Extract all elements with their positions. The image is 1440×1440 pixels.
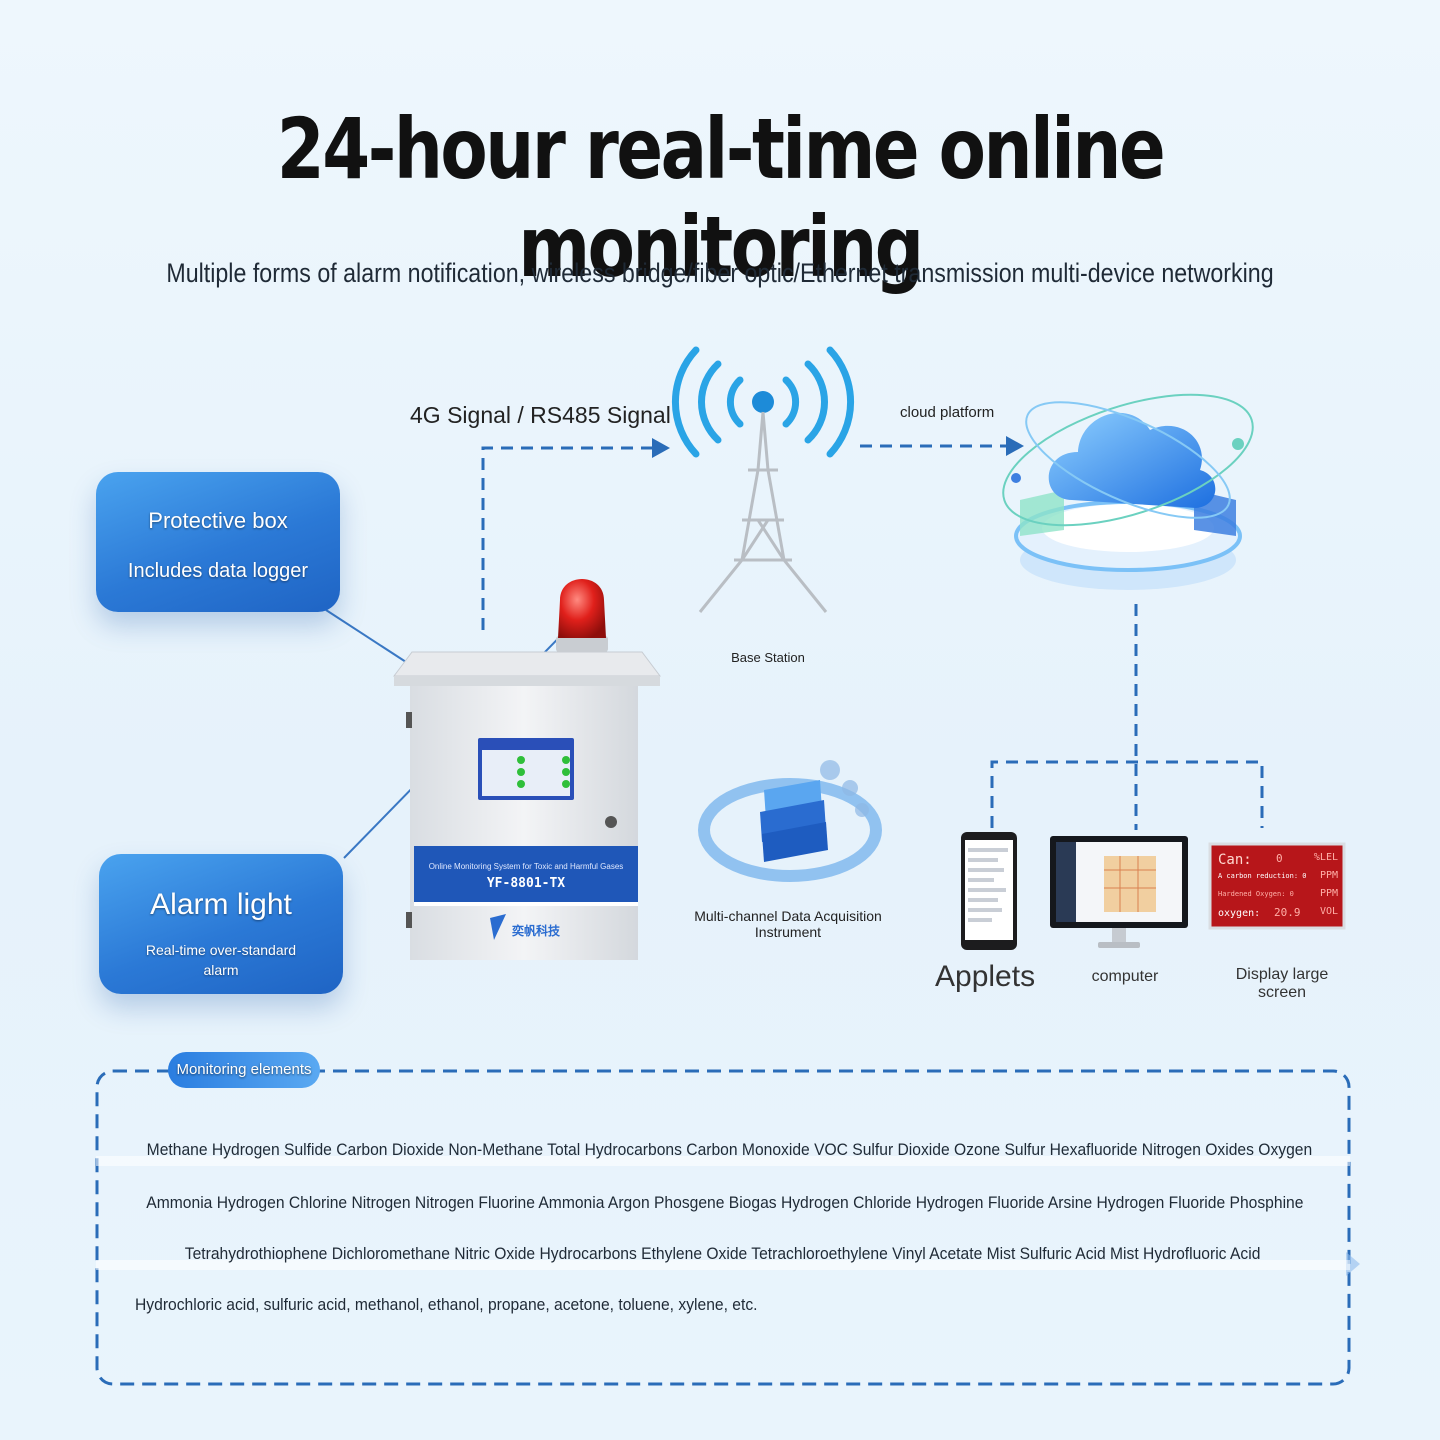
callout-alarm-light: Alarm light Real-time over-standard alar… <box>99 854 343 994</box>
display-row2-unit: PPM <box>1319 888 1338 899</box>
flow-connectors <box>481 444 1264 830</box>
signal-label: 4G Signal / RS485 Signal <box>410 402 671 428</box>
monitoring-cabinet <box>393 579 661 960</box>
display-row1-label: Can: <box>1218 852 1252 868</box>
daq-icon <box>698 760 882 882</box>
display-row3-label: oxygen: <box>1218 908 1261 919</box>
computer-label: computer <box>1091 968 1159 985</box>
row-highlight <box>96 1156 1350 1166</box>
display-screen-label: Display large screen <box>1235 966 1329 1001</box>
callout-title: Alarm light <box>150 888 292 921</box>
computer-icon <box>1050 836 1188 948</box>
page-title: 24-hour real-time online monitoring <box>276 100 1166 296</box>
arrow-to-tower <box>652 438 670 458</box>
callout-detail: Real-time over-standard alarm <box>145 942 297 978</box>
display-screen-frame <box>1208 842 1346 930</box>
display-row1-unit: %LEL <box>1313 852 1338 863</box>
arrow-to-cloud <box>1006 436 1024 456</box>
display-row1b-unit: PPM <box>1319 870 1338 881</box>
callout-protective-box: Protective box Includes data logger <box>96 472 340 612</box>
applets-label: Applets <box>935 960 1036 993</box>
display-row1b-label: A carbon reduction: 0 <box>1218 872 1307 880</box>
monitoring-panel-border <box>95 1069 1351 1386</box>
row-highlight <box>96 1260 1350 1270</box>
device-panel-caption: Online Monitoring System for Toxic and H… <box>428 862 624 871</box>
connector-device-to-tower <box>481 446 655 630</box>
base-station-label: Base Station <box>731 650 805 665</box>
display-screen: Can: 0 %LEL A carbon reduction: 0 PPM Ha… <box>1216 850 1340 926</box>
callout-title: Protective box <box>148 508 288 533</box>
device-model: YF-8801-TX <box>486 876 566 891</box>
cloud-platform-label: cloud platform <box>900 404 995 421</box>
callout-detail: Includes data logger <box>127 560 309 582</box>
monitoring-line: Methane Hydrogen Sulfide Carbon Dioxide … <box>146 1140 1313 1159</box>
device-brand: 奕帆科技 <box>512 924 561 938</box>
display-row3-value: 20.9 <box>1274 906 1301 919</box>
display-row3-unit: VOL <box>1319 906 1338 917</box>
monitoring-line: Tetrahydrothiophene Dichloromethane Nitr… <box>185 1244 1261 1263</box>
tower-icon <box>671 346 855 613</box>
monitoring-line: Hydrochloric acid, sulfuric acid, methan… <box>135 1295 758 1314</box>
connector-branch <box>990 760 1264 828</box>
monitoring-line: Ammonia Hydrogen Chlorine Nitrogen Nitro… <box>146 1193 1304 1212</box>
monitoring-elements-tab: Monitoring elements <box>168 1052 320 1088</box>
display-row2-label: Hardened Oxygen: 0 <box>1218 890 1294 898</box>
page-subtitle: Multiple forms of alarm notification, wi… <box>166 258 1274 288</box>
cloud-icon <box>1002 393 1254 590</box>
daq-label: Multi-channel Data Acquisition Instrumen… <box>694 908 882 940</box>
phone-icon <box>961 832 1017 950</box>
display-row1-value: 0 <box>1276 852 1283 865</box>
